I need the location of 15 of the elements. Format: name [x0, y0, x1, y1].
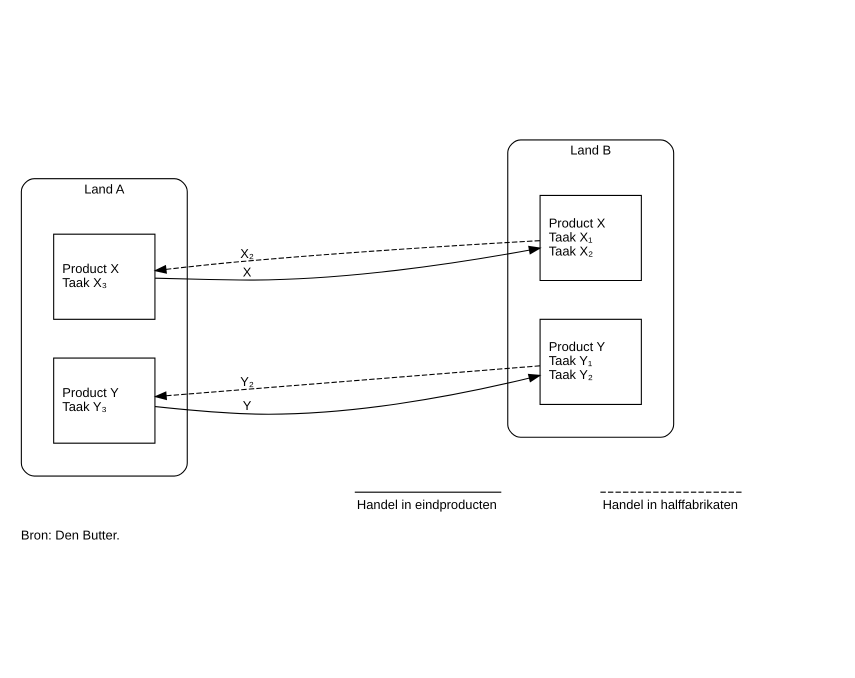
- edge-label: X: [242, 264, 252, 279]
- arrow: [154, 245, 542, 280]
- legend-label: Handel in halffabrikaten: [602, 496, 738, 512]
- node-box: Product X Taak X₃: [53, 233, 156, 320]
- node-box: Product Y Taak Y₁ Taak Y₂: [540, 318, 642, 404]
- edge-label: Y: [242, 397, 252, 412]
- node-box: Product X Taak X₁ Taak X₂: [540, 194, 642, 281]
- arrow: [154, 240, 540, 274]
- edge-label: X₂: [240, 246, 254, 260]
- legend-label: Handel in eindproducten: [356, 496, 497, 512]
- node-box: Product Y Taak Y₃: [53, 357, 156, 444]
- arrow: [155, 373, 542, 414]
- arrow: [154, 364, 540, 400]
- caption: Bron: Den Butter.: [20, 527, 120, 542]
- edge-label: Y₂: [240, 374, 254, 389]
